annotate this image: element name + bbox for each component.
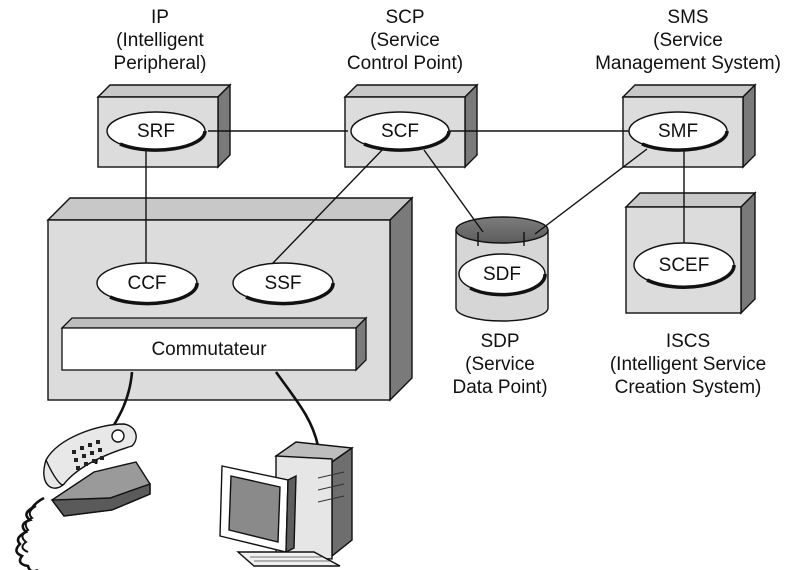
scf-label: SCF xyxy=(381,121,419,142)
scp-subtitle-2: Control Point) xyxy=(346,53,464,74)
sms-subtitle-2: Management System) xyxy=(595,53,781,74)
ip-subtitle-1: (Intelligent xyxy=(116,30,204,51)
telephone-icon xyxy=(15,423,151,570)
iscs-subtitle-2: Creation System) xyxy=(614,377,762,398)
smf-function xyxy=(628,111,729,152)
sdp-caption: SDP (Service Data Point) xyxy=(440,330,560,399)
scp-title: SCP xyxy=(385,7,425,28)
scef-label: SCEF xyxy=(658,255,710,276)
ssf-label: SSF xyxy=(264,273,302,294)
sdp-title: SDP xyxy=(480,331,520,352)
cable-to-computer xyxy=(274,371,320,447)
link-scf-ssf xyxy=(271,146,386,265)
smf-label: SMF xyxy=(657,121,699,142)
sdf-label: SDF xyxy=(483,264,521,285)
scp-caption: SCP (Service Control Point) xyxy=(335,6,475,75)
sms-caption: SMS (Service Management System) xyxy=(590,6,786,75)
ccf-function xyxy=(96,262,199,306)
ip-title: IP xyxy=(151,7,169,28)
ip-caption: IP (Intelligent Peripheral) xyxy=(90,6,230,75)
iscs-caption: ISCS (Intelligent Service Creation Syste… xyxy=(590,330,786,399)
iscs-title: ISCS xyxy=(665,331,711,352)
srf-function xyxy=(106,111,207,152)
sdp-subtitle-1: (Service xyxy=(465,354,535,375)
scp-subtitle-1: (Service xyxy=(370,30,440,51)
sdf-function xyxy=(458,253,547,297)
ssf-function xyxy=(232,262,335,306)
computer-icon xyxy=(219,441,354,567)
srf-label: SRF xyxy=(137,121,175,142)
commutateur-label: Commutateur xyxy=(151,339,267,360)
ccf-label: CCF xyxy=(127,273,167,294)
scp-box xyxy=(343,83,479,169)
sms-title: SMS xyxy=(667,7,709,28)
scf-function xyxy=(350,111,451,152)
scef-function xyxy=(633,242,736,289)
sms-subtitle-1: (Service xyxy=(653,30,723,51)
links xyxy=(145,130,685,265)
sdp-subtitle-2: Data Point) xyxy=(452,377,548,398)
commutateur-bar xyxy=(60,316,368,372)
iscs-subtitle-1: (Intelligent Service xyxy=(609,354,767,375)
ip-subtitle-2: Peripheral) xyxy=(113,53,207,74)
link-smf-sdf xyxy=(534,148,648,235)
link-scf-sdf xyxy=(423,149,484,233)
